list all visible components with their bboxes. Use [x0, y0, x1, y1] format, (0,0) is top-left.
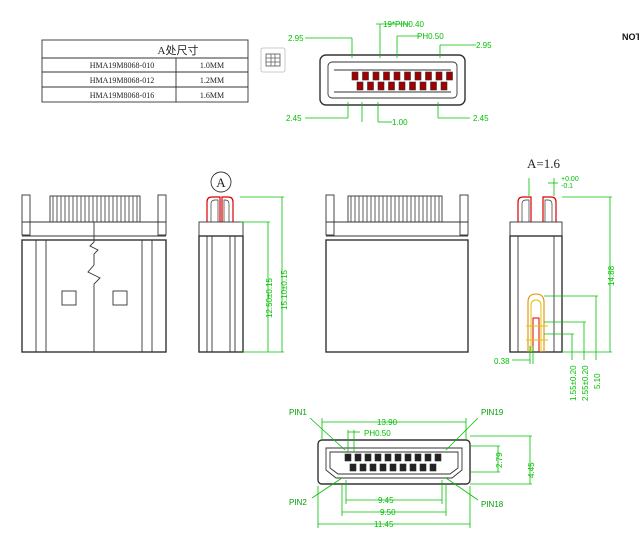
connector-pin — [419, 81, 427, 91]
table-row-3-size: 1.6MM — [200, 91, 224, 100]
dim-front-pins: 19*PIN0.40 — [383, 20, 424, 29]
connector-pin — [434, 453, 442, 462]
dim-front-left-top: 2.95 — [288, 34, 304, 43]
detail-label: A=1.6 — [527, 156, 560, 171]
connector-pin — [362, 71, 369, 81]
label-pin1: PIN1 — [289, 408, 307, 417]
side-view: A 12.50±0.15 15.10±0.15 — [198, 171, 289, 353]
label-pin18: PIN18 — [481, 500, 504, 509]
connector-pin — [419, 463, 427, 472]
connector-pin — [364, 453, 372, 462]
plug-back-fins — [350, 196, 440, 222]
connector-pin — [398, 81, 406, 91]
dimension-table: A处尺寸 HMA19M8068-010 1.0MM HMA19M8068-012… — [41, 39, 249, 103]
socket-view: PIN1 PIN19 PIN2 PIN18 13.90 PH0.50 2.79 … — [289, 408, 536, 529]
connector-pin — [429, 463, 437, 472]
table-row-2-part: HMA19M8068-012 — [90, 76, 154, 85]
connector-pin — [414, 453, 422, 462]
connector-pin — [394, 453, 402, 462]
dim-socket-b3: 11.45 — [374, 520, 394, 529]
dim-socket-pitch: PH0.50 — [364, 429, 391, 438]
detail-view: A=1.6 +0.00 -0.1 14.88 0.38 1. — [494, 156, 616, 401]
dim-socket-top: 13.90 — [377, 418, 398, 427]
label-pin19: PIN19 — [481, 408, 504, 417]
connector-pin — [424, 453, 432, 462]
connector-pin — [409, 81, 416, 91]
connector-pin — [430, 81, 437, 91]
connector-pin — [409, 463, 417, 472]
connector-pin — [388, 81, 395, 91]
dim-socket-right-small: 2.79 — [495, 452, 504, 468]
dim-detail-b: 2.55±0.20 — [581, 365, 590, 401]
dim-detail-left: 0.38 — [494, 357, 510, 366]
connector-pin — [404, 453, 412, 462]
dim-front-right-top: 2.95 — [476, 41, 492, 50]
connector-pin — [369, 463, 377, 472]
dim-side-outer: 15.10±0.15 — [280, 269, 289, 310]
connector-pin — [374, 453, 382, 462]
connector-pin — [425, 71, 432, 81]
note-label: NOT — [622, 32, 639, 42]
connector-pin — [446, 71, 453, 81]
dim-front-right-bottom: 2.45 — [473, 114, 489, 123]
connector-pin — [367, 81, 374, 91]
connector-pin — [440, 81, 448, 91]
table-row-2-size: 1.2MM — [200, 76, 224, 85]
connector-pin — [379, 463, 387, 472]
table-row-1-size: 1.0MM — [200, 61, 224, 70]
connector-pin — [435, 71, 443, 81]
dim-front-pitch: PH0.50 — [417, 32, 444, 41]
dim-front-center-bottom: 1.00 — [392, 118, 408, 127]
detail-tol-minus: -0.1 — [561, 183, 573, 190]
dim-detail-height: 14.88 — [607, 265, 616, 286]
connector-pin — [349, 463, 357, 472]
connector-pin — [393, 71, 401, 81]
connector-pin — [354, 453, 362, 462]
table-row-3-part: HMA19M8068-016 — [90, 91, 154, 100]
plug-back-view — [325, 194, 469, 353]
connector-pin — [384, 453, 392, 462]
dim-socket-right-large: 4.45 — [527, 462, 536, 478]
front-view-pin-row-top — [351, 71, 453, 81]
dim-front-left-bottom: 2.45 — [286, 114, 302, 123]
connector-pin — [359, 463, 367, 472]
connector-pin — [351, 71, 359, 81]
connector-pin — [399, 463, 407, 472]
callout-a: A — [216, 175, 226, 190]
socket-pin-row-bottom — [349, 463, 437, 472]
table-grid-icon[interactable] — [260, 47, 286, 73]
dim-detail-c: 5.10 — [593, 373, 602, 389]
dim-side-inner: 12.50±0.15 — [265, 277, 274, 318]
front-view: 2.95 19*PIN0.40 PH0.50 2.95 2.45 1.00 2.… — [286, 20, 492, 127]
connector-pin — [389, 463, 397, 472]
connector-pin — [377, 81, 385, 91]
socket-pin-row-top — [344, 453, 442, 462]
connector-pin — [344, 453, 352, 462]
connector-pin — [356, 81, 364, 91]
table-header: A处尺寸 — [158, 43, 199, 57]
label-pin2: PIN2 — [289, 498, 307, 507]
dim-socket-b1: 9.45 — [378, 496, 394, 505]
dim-socket-b2: 9.50 — [380, 508, 396, 517]
plug-top-view — [21, 194, 167, 353]
connector-pin — [372, 71, 380, 81]
detail-tol-plus: +0.00 — [561, 176, 579, 183]
connector-pin — [414, 71, 422, 81]
plug-top-fins — [52, 196, 138, 222]
table-row-1-part: HMA19M8068-010 — [90, 61, 154, 70]
connector-pin — [404, 71, 411, 81]
connector-pin — [383, 71, 390, 81]
front-view-pin-row-bottom — [356, 81, 448, 91]
dim-detail-a: 1.55±0.20 — [569, 365, 578, 401]
